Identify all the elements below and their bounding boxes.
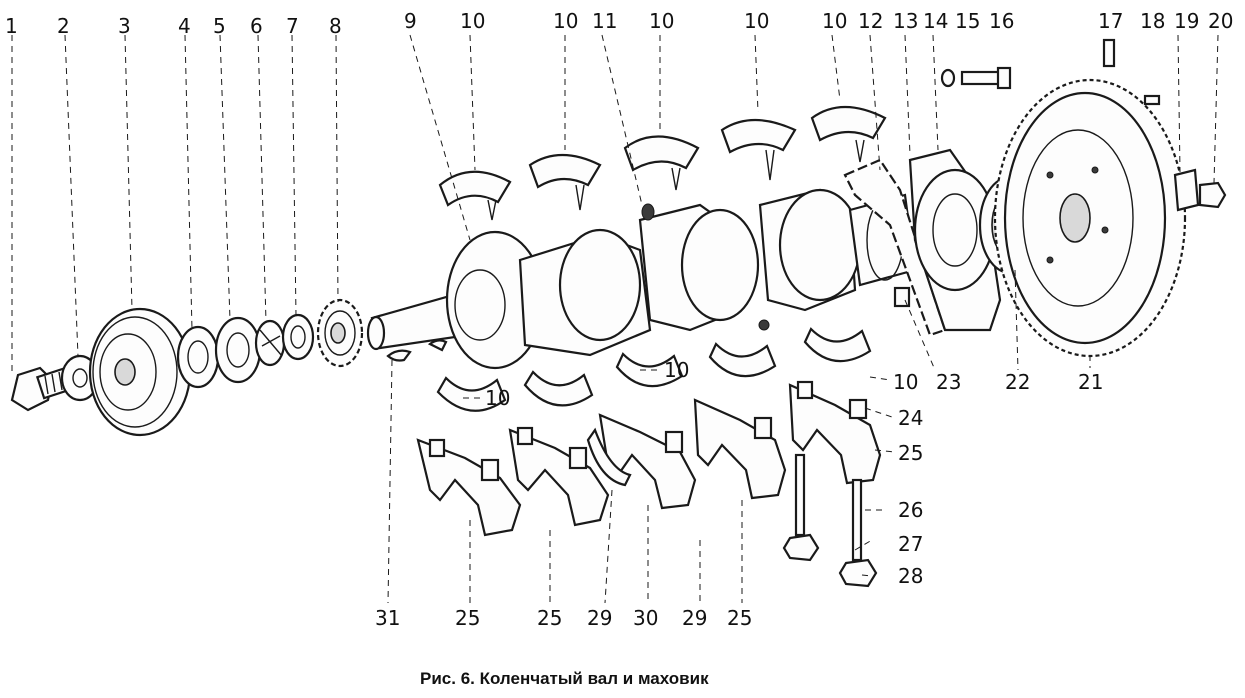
callout-26: 26 [898,498,923,522]
callout-labels-bottom: 31 25 25 29 30 29 25 [375,606,752,630]
callout-29b: 29 [682,606,707,630]
callout-labels-top: 1 2 3 4 5 6 7 8 9 10 10 11 10 10 10 12 1… [5,9,1233,38]
callout-25r: 25 [898,441,923,465]
callout-28: 28 [898,564,923,588]
leader-lines [11,34,1219,604]
callout-16: 16 [989,9,1014,33]
callout-25a: 25 [455,606,480,630]
callout-11: 11 [592,9,617,33]
flywheel-bolt [1198,181,1227,209]
callout-18: 18 [1140,9,1165,33]
rear-cover-and-gasket [843,148,1002,337]
lock-plate [1173,168,1200,212]
callout-27: 27 [898,532,923,556]
callout-10c: 10 [649,9,674,33]
callout-19: 19 [1174,9,1199,33]
callout-23: 23 [936,370,961,394]
callout-13: 13 [893,9,918,33]
upper-bearing-shells [438,105,887,221]
callout-25c: 25 [727,606,752,630]
callout-30: 30 [633,606,658,630]
callout-labels-middle: 10 10 10 [485,358,689,410]
woodruff-key [386,349,412,362]
washer [60,354,100,402]
main-bearing-caps [416,380,882,537]
flywheel [993,78,1187,358]
callout-4: 4 [178,14,191,38]
callout-6: 6 [250,14,263,38]
callout-25b: 25 [537,606,562,630]
callout-10b: 10 [553,9,578,33]
callout-8: 8 [329,14,342,38]
callout-2: 2 [57,14,70,38]
spacer-rings [176,313,315,389]
callout-20: 20 [1208,9,1233,33]
lower-bearing-shells [436,327,872,412]
callout-21: 21 [1078,370,1103,394]
callout-7: 7 [286,14,299,38]
cap-studs-and-nuts [782,453,878,588]
callout-14: 14 [923,9,948,33]
callout-22: 22 [1005,370,1030,394]
callout-10g: 10 [485,386,510,410]
callout-24: 24 [898,406,923,430]
cover-bolt [940,66,1012,90]
crankshaft-assembly [10,38,1227,588]
pulley-bolt [10,366,75,412]
callout-31: 31 [375,606,400,630]
callout-10a: 10 [460,9,485,33]
callout-10f: 10 [893,370,918,394]
dowel-pin [1102,38,1116,68]
crankshaft-pulley [88,307,192,437]
callout-labels-right: 10 23 22 21 24 25 26 27 28 [893,370,1103,588]
callout-1: 1 [5,14,18,38]
crankshaft-body [445,188,917,370]
callout-5: 5 [213,14,226,38]
callout-3: 3 [118,14,131,38]
callout-12: 12 [858,9,883,33]
callout-29a: 29 [587,606,612,630]
crankshaft-nose [366,294,464,351]
callout-10d: 10 [744,9,769,33]
timing-sprocket [316,298,364,368]
callout-10e: 10 [822,9,847,33]
callout-15: 15 [955,9,980,33]
locating-pin [1143,94,1161,106]
callout-17: 17 [1098,9,1123,33]
callout-10h: 10 [664,358,689,382]
callout-9: 9 [404,9,417,33]
figure-caption: Рис. 6. Коленчатый вал и маховик [420,669,709,688]
